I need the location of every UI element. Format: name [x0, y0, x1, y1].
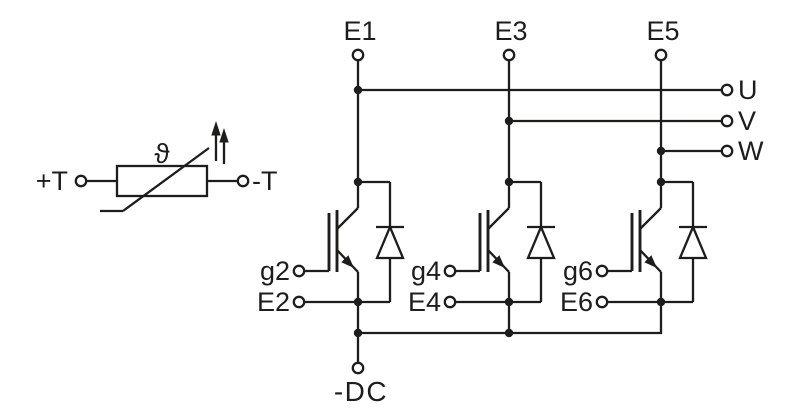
- arrow-head: [219, 128, 229, 143]
- e6-label: E6: [560, 287, 593, 317]
- e4-label: E4: [408, 287, 441, 317]
- phase-u-label: U: [738, 75, 758, 105]
- g2-label: g2: [260, 256, 290, 286]
- phase-v-terminal-circle: [720, 114, 734, 128]
- e3-label: E3: [494, 16, 527, 46]
- igbt-leg-3: [595, 48, 709, 309]
- plus-t-label: +T: [36, 166, 68, 196]
- junction-dot: [504, 328, 514, 338]
- junction-dot: [504, 116, 514, 126]
- temperature-arrows-icon: [211, 121, 229, 164]
- dc-terminal-circle: [351, 361, 365, 375]
- e2-label: E2: [257, 287, 290, 317]
- inverter-block: E1 E3 E5 U V W g2 E2 g4 E4 g6 E6 -DC: [257, 16, 764, 407]
- junction-dot: [656, 146, 666, 156]
- g4-label: g4: [411, 256, 441, 286]
- minus-t-label: -T: [252, 166, 277, 196]
- arrow-head: [211, 121, 221, 136]
- dc-label: -DC: [334, 376, 388, 407]
- phase-w-terminal-circle: [720, 144, 734, 158]
- plus-t-terminal-circle: [74, 174, 88, 188]
- negative-dc-bus-line: [358, 302, 663, 335]
- phase-v-label: V: [738, 106, 756, 136]
- minus-t-terminal-circle: [236, 174, 250, 188]
- g6-label: g6: [563, 256, 593, 286]
- thermistor-body: [115, 164, 209, 198]
- e1-label: E1: [343, 16, 376, 46]
- e5-label: E5: [646, 16, 679, 46]
- igbt-leg-1: [292, 48, 406, 309]
- thermistor-block: +T -T ϑ: [36, 121, 277, 213]
- theta-symbol-label: ϑ: [154, 138, 170, 169]
- junction-dot: [353, 85, 363, 95]
- ntc-strike-diagonal: [122, 147, 210, 212]
- igbt-leg-2: [443, 48, 557, 309]
- phase-u-terminal-circle: [720, 83, 734, 97]
- phase-w-label: W: [738, 136, 764, 166]
